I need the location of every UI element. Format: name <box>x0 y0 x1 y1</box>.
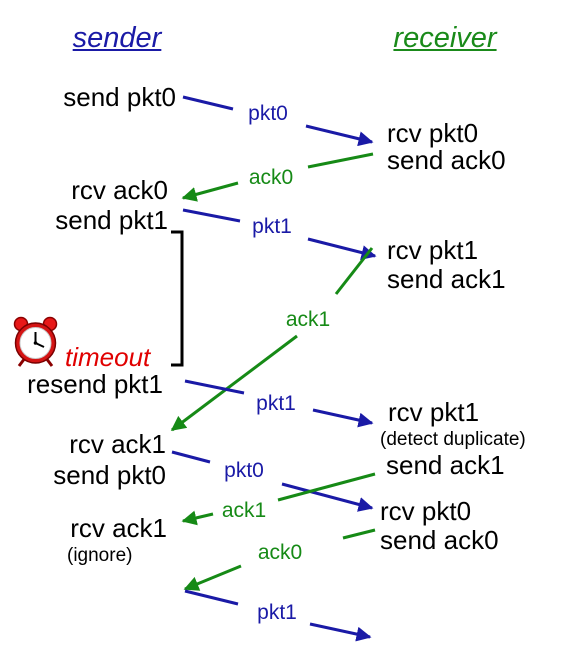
receiver-rcv-pkt0-2: rcv pkt0 <box>380 496 472 526</box>
timeout-label: timeout <box>65 342 151 372</box>
timeout-bracket <box>171 230 184 367</box>
sender-send-pkt0-2: send pkt0 <box>53 460 166 490</box>
receiver-send-ack1-2: send ack1 <box>386 450 505 480</box>
msg-label-pkt0-2: pkt0 <box>224 459 264 482</box>
sender-send-pkt0-1: send pkt0 <box>63 82 176 112</box>
receiver-send-ack0-2: send ack0 <box>380 525 499 555</box>
ack1-arrow-1-a <box>334 247 374 295</box>
receiver-duplicate-note: (detect duplicate) <box>380 429 526 450</box>
msg-label-pkt1-3: pkt1 <box>257 601 297 624</box>
ack1-arrow-2-a <box>277 472 376 502</box>
sender-send-pkt1: send pkt1 <box>55 205 168 235</box>
msg-label-ack0-2: ack0 <box>257 541 303 564</box>
msg-label-ack0-1: ack0 <box>248 166 294 189</box>
ack1-arrow-1-b <box>170 334 298 432</box>
sender-rcv-ack1-1: rcv ack1 <box>69 429 166 459</box>
receiver-send-ack0-1: send ack0 <box>387 145 506 175</box>
pkt1-arrow-2-b <box>312 408 374 428</box>
pkt1-arrow-3-b <box>309 622 372 642</box>
receiver-rcv-pkt1: rcv pkt1 <box>387 235 479 265</box>
msg-label-ack1-2: ack1 <box>221 499 267 522</box>
pkt0-arrow-1-a <box>182 95 234 111</box>
receiver-rcv-pkt0-1: rcv pkt0 <box>387 118 479 148</box>
pkt1-arrow-2-a <box>184 379 245 395</box>
ack0-arrow-2-a <box>342 528 376 540</box>
pkt1-arrow-1-b <box>307 237 377 260</box>
receiver-header: receiver <box>393 22 497 54</box>
ack0-arrow-1-a <box>307 152 374 169</box>
alarm-clock-icon <box>13 316 58 367</box>
sender-resend-pkt1: resend pkt1 <box>27 369 163 399</box>
receiver-send-ack1-1: send ack1 <box>387 264 506 294</box>
ack0-arrow-2-b <box>183 564 242 591</box>
pkt1-arrow-3-a <box>184 589 239 606</box>
sender-rcv-ack1-2: rcv ack1 <box>70 513 167 543</box>
msg-label-pkt0-1: pkt0 <box>248 102 288 125</box>
pkt0-arrow-2-a <box>171 450 211 464</box>
pkt0-arrow-2-b <box>281 482 374 512</box>
sender-header: sender <box>72 22 162 54</box>
pkt0-arrow-1-b <box>305 124 374 147</box>
msg-label-ack1-1: ack1 <box>285 308 331 331</box>
ack1-arrow-2-b <box>181 510 214 526</box>
msg-label-pkt1-1: pkt1 <box>252 215 292 238</box>
msg-label-pkt1-2: pkt1 <box>256 392 296 415</box>
ack0-arrow-1-b <box>181 181 239 202</box>
sender-ignore-note: (ignore) <box>67 545 133 566</box>
sender-rcv-ack0: rcv ack0 <box>71 175 168 205</box>
pkt1-arrow-1-a <box>182 208 241 223</box>
receiver-rcv-pkt1-dup: rcv pkt1 <box>388 397 480 427</box>
